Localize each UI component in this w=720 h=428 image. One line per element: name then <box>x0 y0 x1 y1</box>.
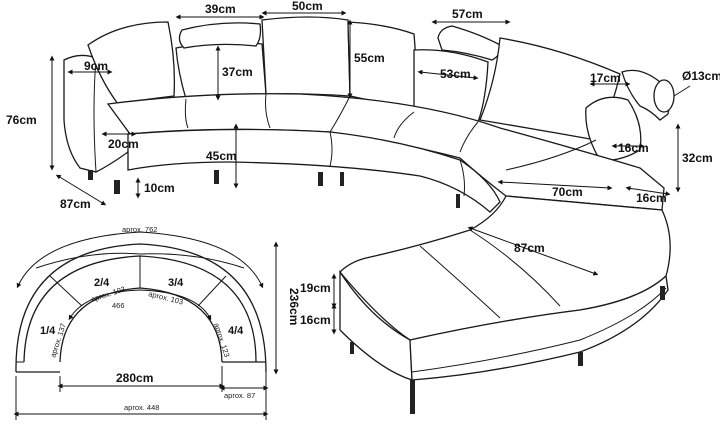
dim-37: 37cm <box>222 65 253 79</box>
leg <box>578 352 583 366</box>
segment-4-label: 4/4 <box>228 325 244 337</box>
leg <box>318 172 323 186</box>
leg <box>410 380 415 414</box>
dim-50: 50cm <box>292 0 323 13</box>
dim-16-arm: 16cm <box>636 191 667 205</box>
plan-outer-length: aprox. 762 <box>122 225 157 234</box>
chaise-side <box>409 274 669 381</box>
dim-53: 53cm <box>440 67 471 81</box>
segment-2-label: 2/4 <box>94 277 110 289</box>
plan-arm-width: aprox. 87 <box>224 391 255 400</box>
dim-10: 10cm <box>144 181 175 195</box>
plan-inner-length: 466 <box>112 301 125 310</box>
plan-total-depth: 236cm <box>287 288 301 325</box>
plan-total-width: aprox. 448 <box>124 403 159 412</box>
headrest-left <box>178 22 262 49</box>
sofa-dimension-labels: 39cm 50cm 57cm 55cm 37cm 9cm 53cm 17cm Ø… <box>6 0 720 327</box>
dim-76: 76cm <box>6 113 37 127</box>
dim-55: 55cm <box>354 51 385 65</box>
dim-19: 19cm <box>300 281 331 295</box>
sofa-dimension-lines <box>49 10 691 335</box>
dim-87-depth: 87cm <box>60 197 91 211</box>
dim-16-pillow: 16cm <box>618 141 649 155</box>
leg <box>350 342 354 354</box>
leg <box>660 286 665 300</box>
segment-3-label: 3/4 <box>168 277 184 289</box>
dim-20: 20cm <box>108 137 139 151</box>
dim-57: 57cm <box>452 7 483 21</box>
back-cushion-1 <box>87 21 176 105</box>
dim-17: 17cm <box>590 71 621 85</box>
curved-sofa <box>63 16 675 414</box>
leg <box>340 172 344 186</box>
dim-87-chaise: 87cm <box>514 241 545 255</box>
plan-labels: aprox. 762 466 1/4 2/4 3/4 4/4 aprox. 13… <box>40 225 301 412</box>
dim-45: 45cm <box>206 149 237 163</box>
dim-32: 32cm <box>682 151 713 165</box>
seat-front <box>127 128 501 213</box>
segment-1-label: 1/4 <box>40 325 56 337</box>
back-cushion-3 <box>261 16 351 97</box>
leg <box>456 194 460 208</box>
leg <box>214 170 219 184</box>
leg <box>88 170 93 180</box>
dim-9: 9cm <box>84 59 108 73</box>
plan-inner-width: 280cm <box>116 371 153 385</box>
plan-dimension-lines <box>13 231 279 420</box>
dim-70: 70cm <box>552 185 583 199</box>
dim-13: Ø13cm <box>682 69 720 83</box>
bolster-pillow <box>653 79 675 113</box>
dim-39: 39cm <box>205 2 236 16</box>
dim-16-leg: 16cm <box>300 313 331 327</box>
leg <box>114 180 120 194</box>
